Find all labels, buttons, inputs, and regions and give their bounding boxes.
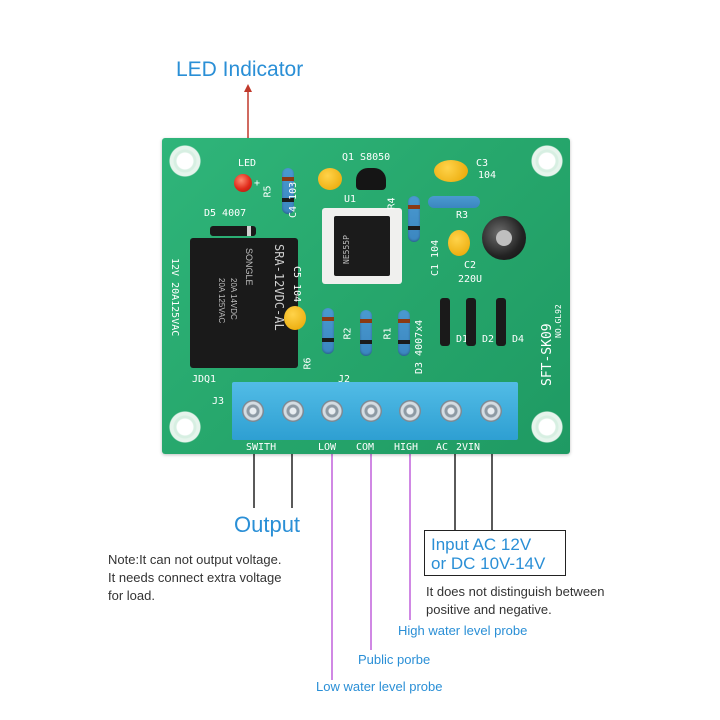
- diode-d2: [466, 298, 476, 346]
- input-line2: or DC 10V-14V: [431, 554, 546, 573]
- relay-line2: 20A 125VAC: [217, 278, 226, 324]
- led-callout-arrow: [244, 84, 252, 92]
- silk-r5: R5: [262, 185, 274, 198]
- diode-d5: [210, 226, 256, 236]
- mount-hole-tr: [530, 144, 564, 178]
- capacitor-c3: [434, 160, 468, 182]
- silk-c5: C5 104: [291, 266, 302, 303]
- silk-led: LED: [238, 158, 257, 169]
- capacitor-c4: [318, 168, 342, 190]
- terminal-screw-7[interactable]: [480, 400, 502, 422]
- terminal-screw-4[interactable]: [360, 400, 382, 422]
- mount-hole-tl: [168, 144, 202, 178]
- silk-d2: D2: [482, 334, 495, 345]
- input-note: It does not distinguish between positive…: [426, 583, 605, 619]
- silk-r4: R4: [386, 197, 398, 210]
- terminal-screw-1[interactable]: [242, 400, 264, 422]
- silk-r3: R3: [456, 210, 469, 221]
- relay-line1: 20A 14VDC: [229, 278, 238, 320]
- capacitor-c5: [284, 306, 306, 330]
- terminal-label-high: HIGH: [394, 442, 419, 453]
- silk-d4: D4: [512, 334, 525, 345]
- silk-j2: J2: [338, 374, 351, 385]
- output-note-line2: It needs connect extra voltage: [108, 570, 282, 585]
- input-line1: Input AC 12V: [431, 535, 532, 554]
- resistor-r5: [282, 168, 294, 214]
- low-probe-label: Low water level probe: [316, 679, 443, 694]
- silk-j3: J3: [212, 396, 225, 407]
- terminal-label-vin: 2VIN: [456, 442, 481, 453]
- silk-c4: C4 103: [288, 181, 299, 218]
- silk-r6: R6: [302, 357, 314, 370]
- resistor-r6: [322, 308, 334, 354]
- silk-model-no: NO.GL92: [554, 304, 563, 338]
- terminal-screw-6[interactable]: [440, 400, 462, 422]
- ic-chip: NE555P: [334, 216, 390, 276]
- output-label: Output: [234, 512, 301, 537]
- silk-d5: D5 4007: [204, 208, 247, 219]
- relay: SRA-12VDC-AL SONGLE 20A 14VDC 20A 125VAC: [190, 238, 298, 368]
- silk-c1: C1 104: [430, 239, 441, 276]
- diode-d4: [496, 298, 506, 346]
- silk-plus: +: [254, 178, 261, 189]
- silk-d1: D1: [456, 334, 469, 345]
- resistor-r4: [408, 196, 420, 242]
- capacitor-c2: [482, 216, 526, 260]
- terminal-screw-2[interactable]: [282, 400, 304, 422]
- silk-c2-value: 220U: [458, 274, 483, 285]
- high-probe-label: High water level probe: [398, 623, 528, 638]
- silk-r2: R2: [342, 327, 354, 340]
- silk-c3: C3: [476, 158, 489, 169]
- resistor-r3: [428, 196, 480, 208]
- ic-socket: NE555P: [322, 208, 402, 284]
- terminal-label-low: LOW: [318, 442, 337, 453]
- relay-brand: SONGLE: [244, 248, 254, 286]
- terminal-label-switch: SWITH: [246, 442, 277, 453]
- silk-c2: C2: [464, 260, 477, 271]
- silk-q1: Q1 S8050: [342, 152, 391, 163]
- led-indicator: [234, 174, 252, 192]
- silk-relay-rating: 12V 20A125VAC: [169, 258, 180, 337]
- input-note-line2: positive and negative.: [426, 602, 552, 617]
- mount-hole-br: [530, 410, 564, 444]
- transistor-q1: [356, 168, 386, 190]
- circuit-board: LED + R5 C4 103 D5 4007 Q1 S8050 C3 104 …: [162, 138, 570, 454]
- input-note-line1: It does not distinguish between: [426, 584, 605, 599]
- terminal-block: [232, 382, 518, 440]
- public-probe-label: Public porbe: [358, 652, 431, 667]
- terminal-label-ac: AC: [436, 442, 449, 453]
- output-note: Note:It can not output voltage. It needs…: [108, 551, 281, 605]
- output-note-line1: Note:It can not output voltage.: [108, 552, 282, 567]
- silk-r1: R1: [382, 327, 394, 340]
- capacitor-c1: [448, 230, 470, 256]
- terminal-screw-5[interactable]: [399, 400, 421, 422]
- output-note-line3: for load.: [108, 588, 155, 603]
- led-indicator-label: LED Indicator: [176, 58, 304, 81]
- silk-jdq1: JDQ1: [192, 374, 217, 385]
- terminal-label-com: COM: [356, 442, 375, 453]
- mount-hole-bl: [168, 410, 202, 444]
- silk-u1: U1: [344, 194, 357, 205]
- silk-c3-value: 104: [478, 170, 497, 181]
- diode-d1: [440, 298, 450, 346]
- terminal-screw-3[interactable]: [321, 400, 343, 422]
- chip-label: NE555P: [342, 235, 351, 264]
- input-box: Input AC 12V or DC 10V-14V: [424, 530, 566, 576]
- silk-d3: D3 4007x4: [414, 319, 425, 374]
- resistor-r2: [360, 310, 372, 356]
- silk-model: SFT-SK09: [540, 323, 555, 386]
- resistor-r1: [398, 310, 410, 356]
